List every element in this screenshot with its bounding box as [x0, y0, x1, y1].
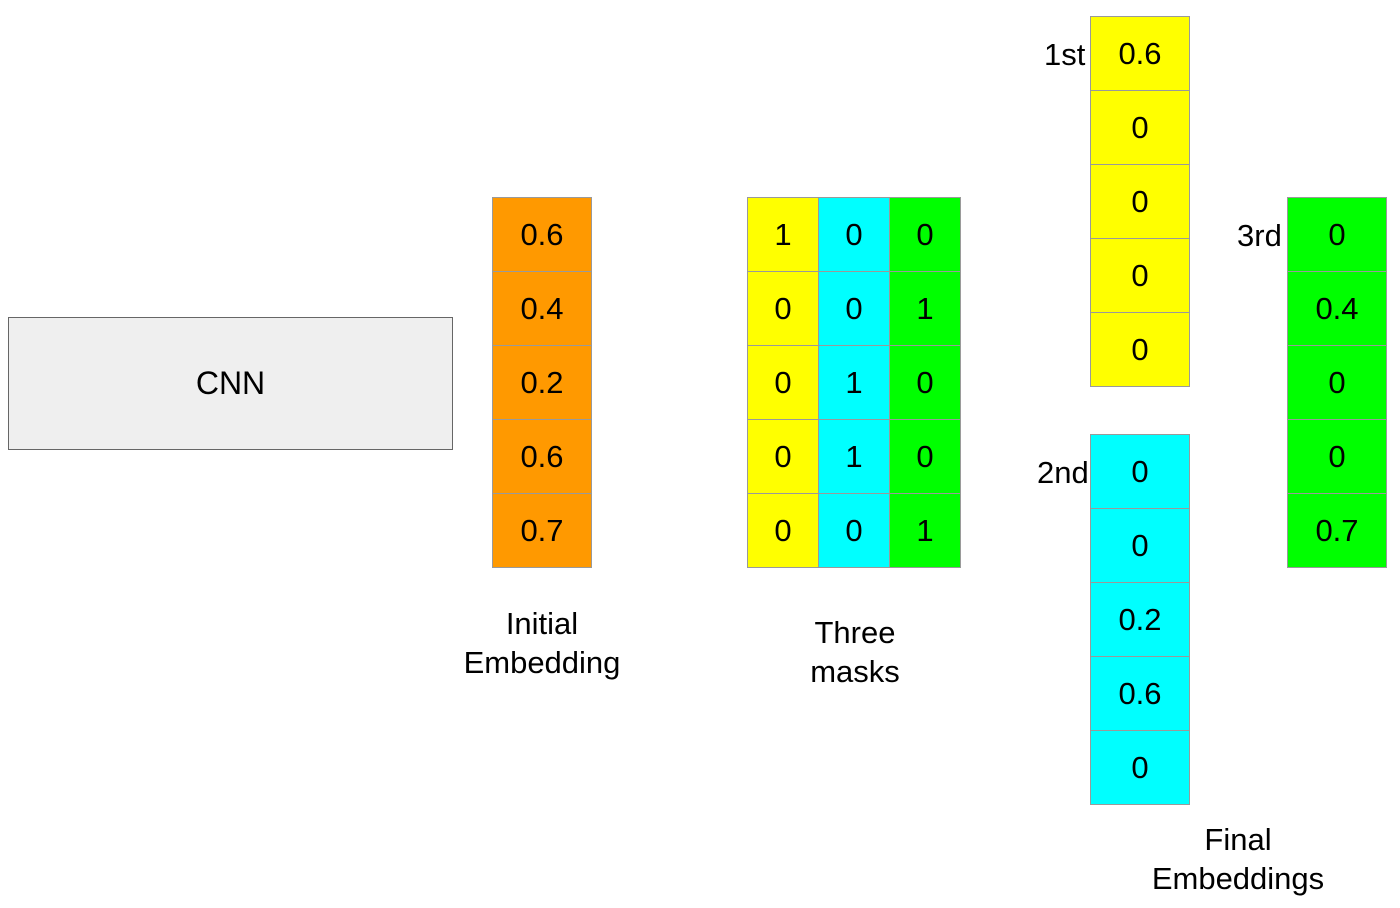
third-final-embedding-cell: 0: [1287, 345, 1387, 420]
mask-1-cell: 1: [747, 197, 819, 272]
cnn-box: CNN: [8, 317, 453, 450]
third-final-embedding-cell: 0: [1287, 419, 1387, 494]
initial-embedding-caption-line1: Initial: [505, 606, 579, 641]
mask-1-cell: 0: [747, 271, 819, 346]
third-final-embedding-cell: 0.4: [1287, 271, 1387, 346]
final-embeddings-caption: Final Embeddings: [1138, 820, 1338, 898]
first-final-embedding-cell: 0.6: [1090, 16, 1190, 91]
third-final-embedding-cell: 0: [1287, 197, 1387, 272]
second-final-embedding-cell: 0.2: [1090, 582, 1190, 657]
second-final-embedding-cell: 0.6: [1090, 656, 1190, 731]
second-final-embedding-cell: 0: [1090, 434, 1190, 509]
second-embedding-tag: 2nd: [1037, 455, 1089, 490]
mask-1-cell: 0: [747, 345, 819, 420]
final-embeddings-caption-line2: Embeddings: [1151, 861, 1325, 896]
mask-2-cell: 1: [818, 419, 890, 494]
first-final-embedding-cell: 0: [1090, 90, 1190, 165]
third-final-embedding-cell: 0.7: [1287, 493, 1387, 568]
mask-3-cell: 0: [889, 419, 961, 494]
mask-3-cell: 1: [889, 493, 961, 568]
mask-3-cell: 0: [889, 345, 961, 420]
initial-embedding-cell: 0.6: [492, 419, 592, 494]
first-embedding-tag: 1st: [1044, 37, 1086, 72]
three-masks-caption: Three masks: [755, 613, 955, 691]
initial-embedding-cell: 0.6: [492, 197, 592, 272]
mask-3-cell: 0: [889, 197, 961, 272]
cnn-label: CNN: [195, 365, 266, 401]
initial-embedding-cell: 0.4: [492, 271, 592, 346]
second-final-embedding-cell: 0: [1090, 508, 1190, 583]
mask-2-cell: 0: [818, 493, 890, 568]
initial-embedding-caption: Initial Embedding: [442, 604, 642, 682]
first-final-embedding-cell: 0: [1090, 164, 1190, 239]
initial-embedding-cell: 0.7: [492, 493, 592, 568]
mask-2-cell: 1: [818, 345, 890, 420]
three-masks-caption-line1: Three: [814, 615, 896, 650]
third-embedding-tag: 3rd: [1237, 218, 1282, 253]
second-final-embedding-cell: 0: [1090, 730, 1190, 805]
initial-embedding-cell: 0.2: [492, 345, 592, 420]
initial-embedding-caption-line2: Embedding: [463, 645, 621, 680]
mask-3-cell: 1: [889, 271, 961, 346]
mask-1-cell: 0: [747, 419, 819, 494]
final-embeddings-caption-line1: Final: [1204, 822, 1272, 857]
mask-2-cell: 0: [818, 271, 890, 346]
mask-2-cell: 0: [818, 197, 890, 272]
first-final-embedding-cell: 0: [1090, 238, 1190, 313]
mask-1-cell: 0: [747, 493, 819, 568]
three-masks-caption-line2: masks: [810, 654, 900, 689]
first-final-embedding-cell: 0: [1090, 312, 1190, 387]
